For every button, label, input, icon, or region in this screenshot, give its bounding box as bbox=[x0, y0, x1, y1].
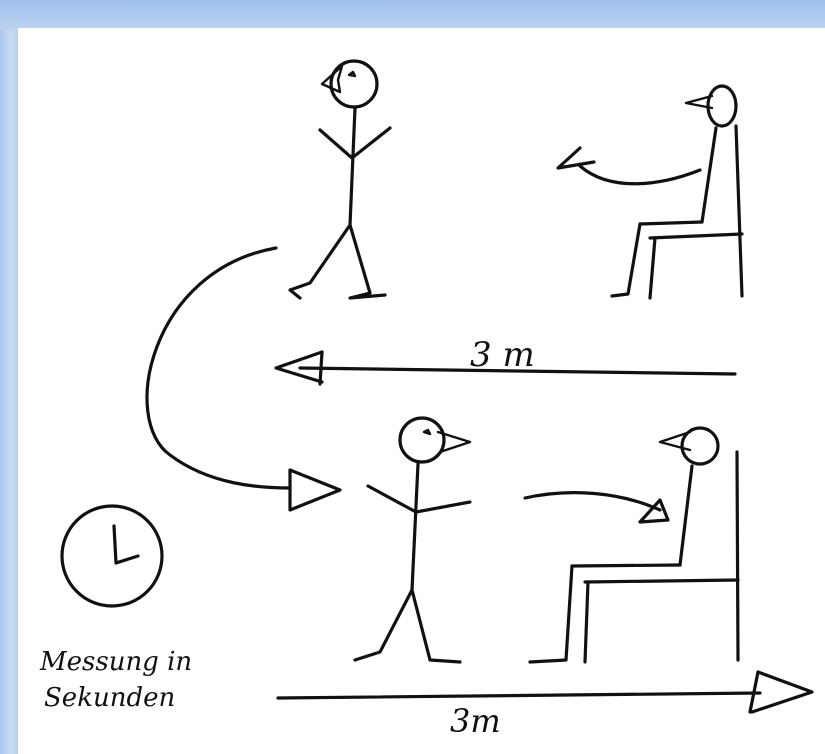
seated-figure-top bbox=[612, 86, 742, 298]
figure-arms bbox=[368, 486, 470, 512]
figure-thigh bbox=[572, 565, 680, 566]
figure-cap-bill bbox=[660, 432, 690, 450]
figure-head bbox=[708, 86, 736, 126]
figure-leg-left bbox=[355, 590, 412, 660]
chair-leg-front bbox=[585, 582, 588, 662]
gesture-arrow-top bbox=[558, 148, 700, 184]
figure-eye bbox=[349, 72, 355, 76]
figure-thigh bbox=[640, 222, 702, 224]
figure-eye bbox=[424, 430, 430, 434]
distance-label-top: 3 m bbox=[470, 335, 535, 375]
chair-back bbox=[737, 452, 738, 660]
chair-seat bbox=[585, 580, 738, 582]
turn-arrowhead bbox=[290, 470, 340, 510]
figure-leg-left bbox=[290, 225, 350, 298]
figure-torso bbox=[680, 466, 692, 565]
figure-torso bbox=[412, 464, 418, 590]
arrow-head-base bbox=[320, 352, 322, 384]
chair-seat bbox=[650, 234, 742, 238]
arrow-shaft bbox=[278, 693, 760, 698]
gesture-arrow-bottom bbox=[525, 493, 668, 522]
figure-torso bbox=[350, 108, 355, 225]
distance-arrow-bottom: 3m bbox=[278, 672, 812, 740]
gesture-curve bbox=[580, 166, 700, 184]
figure-shin bbox=[530, 566, 572, 662]
walking-figure-bottom bbox=[355, 418, 470, 662]
figure-torso bbox=[702, 128, 716, 222]
clock-icon bbox=[62, 506, 162, 606]
chair-back bbox=[736, 126, 742, 296]
gesture-arrowhead bbox=[558, 148, 594, 168]
clock-hands bbox=[114, 526, 138, 563]
figure-shin bbox=[612, 224, 640, 296]
figure-head bbox=[400, 418, 444, 462]
chair-leg-front bbox=[650, 238, 655, 298]
distance-label-bottom: 3m bbox=[450, 702, 501, 740]
distance-arrow-top: 3 m bbox=[276, 335, 735, 384]
clock-caption-line1: Messung in bbox=[39, 647, 192, 677]
gesture-curve bbox=[525, 493, 660, 510]
clock-face bbox=[62, 506, 162, 606]
figure-leg-right bbox=[350, 225, 385, 298]
clock-caption-line2: Sekunden bbox=[44, 683, 175, 713]
figure-leg-right bbox=[412, 590, 460, 662]
turn-curve bbox=[147, 248, 290, 488]
walking-figure-top bbox=[290, 61, 390, 298]
seated-figure-bottom bbox=[530, 428, 738, 662]
